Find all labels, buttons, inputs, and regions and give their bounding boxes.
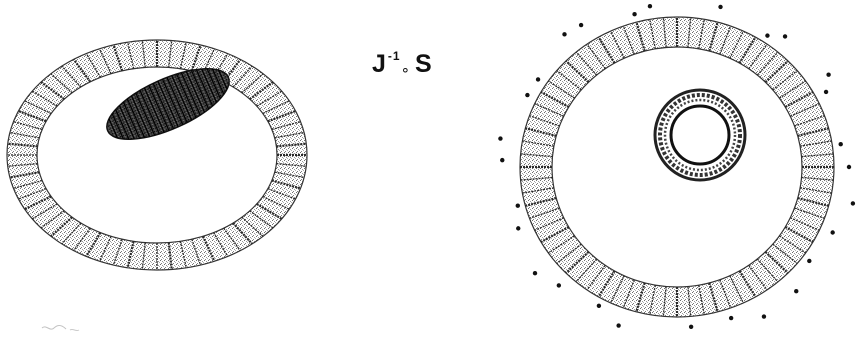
label-exponent: -1: [388, 49, 401, 63]
outer-dot: [498, 136, 502, 140]
label-operand: S: [415, 50, 433, 78]
outer-dot: [762, 314, 766, 318]
outer-dot: [533, 271, 537, 275]
outer-dot: [839, 142, 843, 146]
outer-dot: [516, 226, 520, 230]
right-panel: [498, 4, 855, 329]
outer-dot: [516, 203, 520, 207]
outer-dot: [729, 316, 733, 320]
outer-dot: [830, 230, 834, 234]
outer-dot: [718, 5, 722, 9]
outer-dot: [597, 304, 601, 308]
outer-dot: [689, 325, 693, 329]
outer-dot: [794, 289, 798, 293]
outer-dot: [525, 93, 529, 97]
outer-dot: [500, 158, 504, 162]
outer-dot: [824, 90, 828, 94]
label-base: J: [372, 50, 387, 78]
right-concentric-circles: [655, 90, 745, 180]
outer-dot: [562, 32, 566, 36]
outer-dot: [783, 34, 787, 38]
outer-dot: [579, 23, 583, 27]
outer-dot: [826, 72, 830, 76]
outer-dot: [557, 283, 561, 287]
left-annulus-spokes: [7, 40, 307, 270]
map-label-j-inverse-compose-s: J-1∘S: [372, 50, 433, 79]
outer-dot: [536, 77, 540, 81]
outer-dot: [847, 165, 851, 169]
corner-scribble: [42, 325, 79, 330]
outer-dot: [765, 33, 769, 37]
left-panel: [7, 40, 307, 270]
outer-dot: [632, 12, 636, 16]
outer-dot: [616, 323, 620, 327]
compose-operator-icon: ∘: [401, 62, 411, 79]
outer-dot: [807, 259, 811, 263]
outer-dot: [648, 4, 652, 8]
outer-dot: [851, 201, 855, 205]
